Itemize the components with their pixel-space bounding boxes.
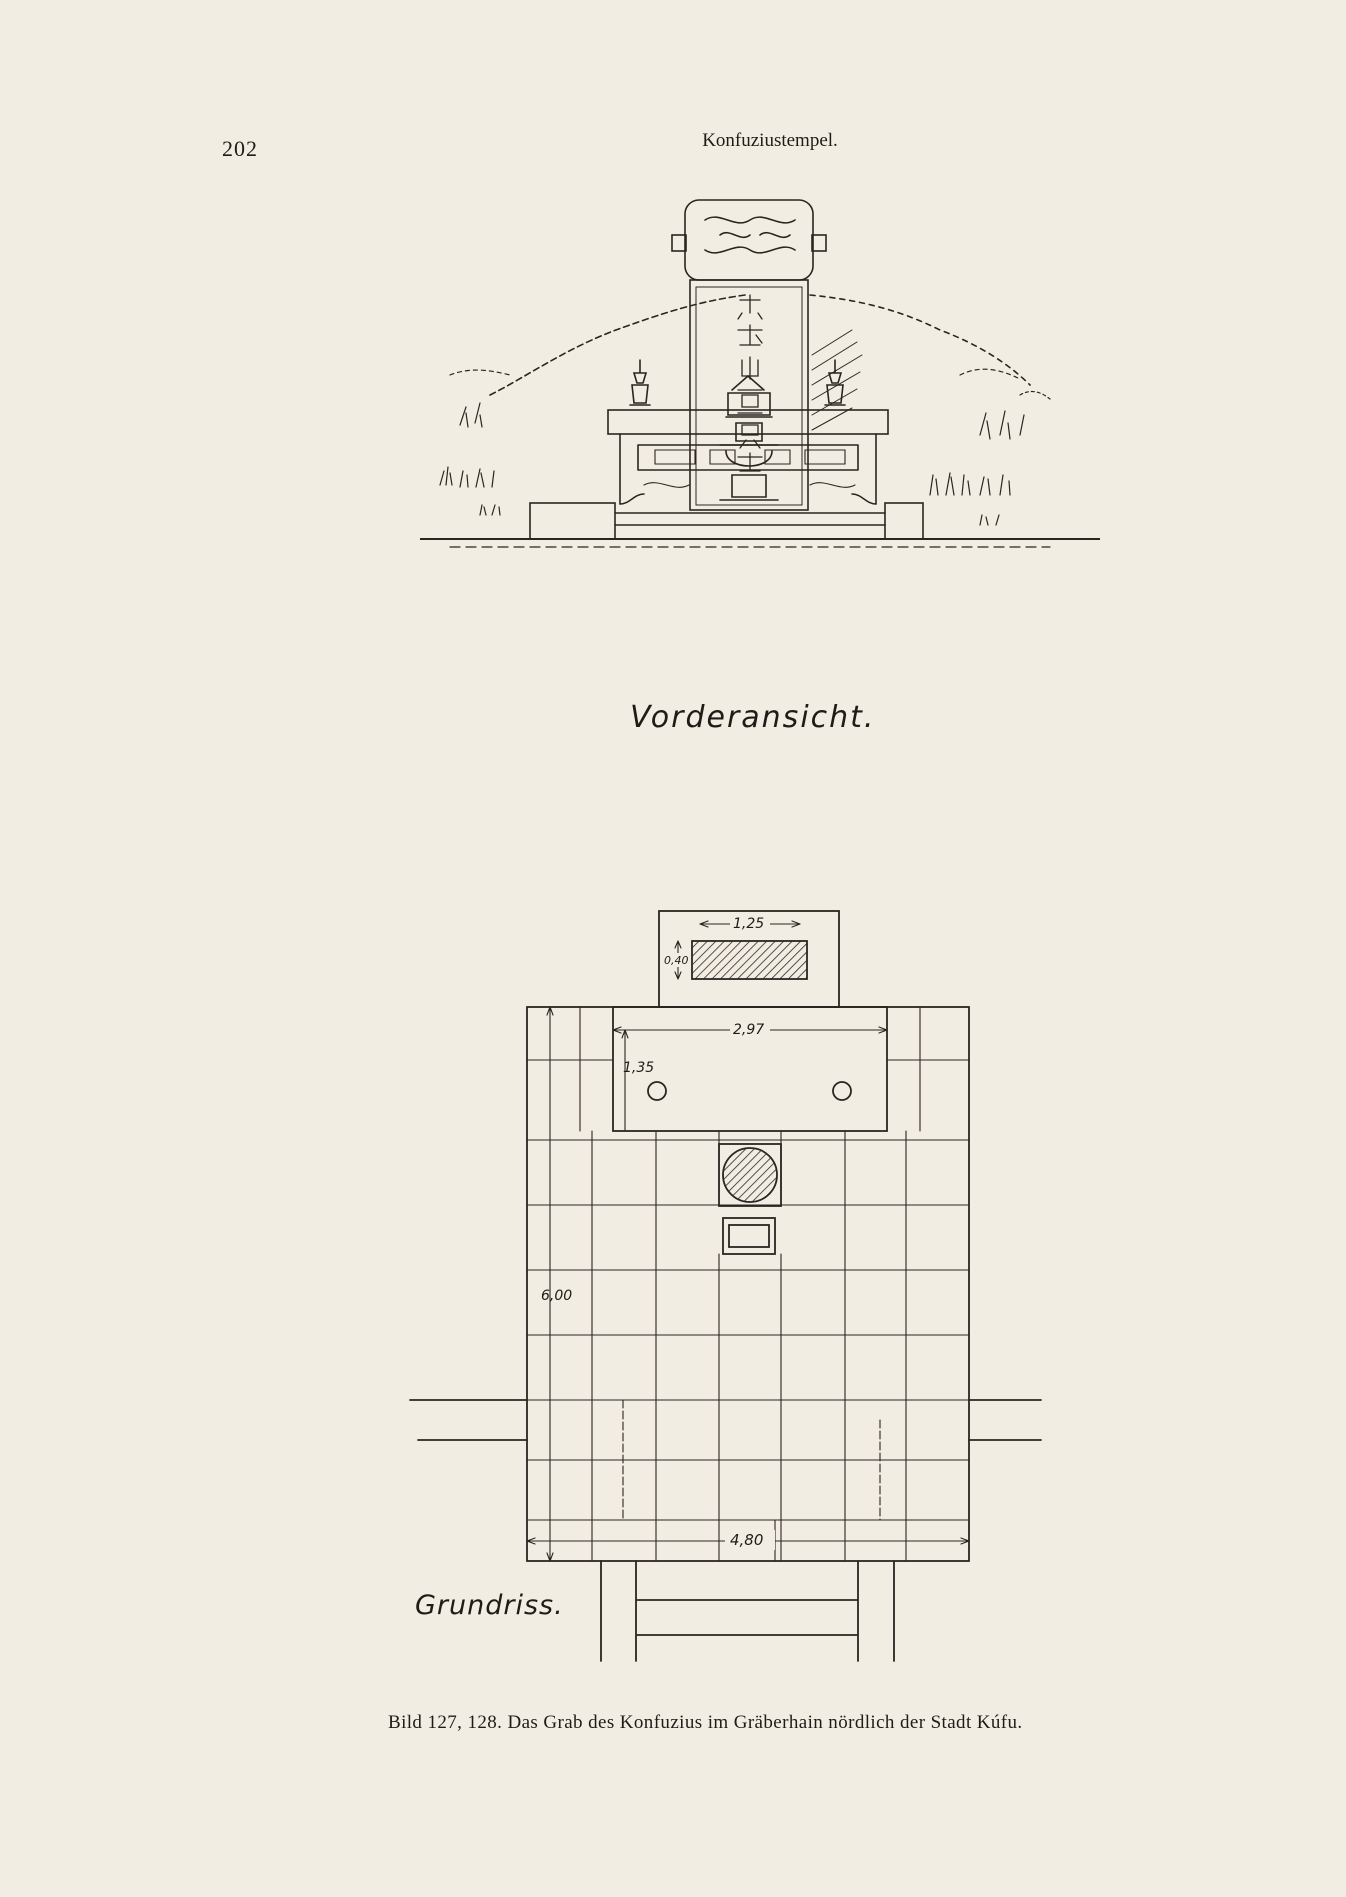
dim-platform-width: 4,80: [730, 1531, 763, 1549]
shrubs-right: [929, 368, 1051, 526]
platform-outline: [526, 1006, 970, 1562]
page-number: 202: [222, 136, 258, 161]
altar-table-outline: [612, 1006, 888, 1132]
shrubs-left: [439, 369, 511, 516]
figure-caption: Bild 127, 128. Das Grab des Konfuzius im…: [388, 1712, 1023, 1733]
dim-altar-width: 2,97: [733, 1022, 764, 1038]
base-block-right: [884, 502, 924, 540]
front-view-label: Vorderansicht.: [630, 700, 876, 735]
wall-right: [968, 1399, 1042, 1441]
paving-grid: [526, 1006, 970, 1562]
candlestick-left: [629, 359, 651, 406]
stele-body: [689, 279, 809, 511]
rear-steps: [600, 1560, 895, 1662]
front-view-illustration: [420, 199, 1100, 548]
plan-view-illustration: 1,25 0,40 2,97 1,35 6,00 4,80: [409, 910, 1042, 1662]
dim-altar-depth: 1,35: [623, 1060, 654, 1076]
stele-inscription: [737, 294, 763, 472]
hill-outline-left: [489, 294, 746, 396]
stele-shading: [811, 329, 863, 431]
running-head: Konfuziustempel.: [0, 130, 1346, 152]
incense-burner-circle: [722, 1147, 778, 1203]
altar-steps: [614, 512, 886, 540]
dim-tablet-depth: 0,40: [664, 954, 689, 967]
dim-tablet-width: 1,25: [733, 916, 764, 932]
candlestick-right: [824, 359, 846, 406]
altar-body: [619, 433, 877, 505]
altar-top: [607, 409, 889, 435]
running-head-text: Konfuziustempel.: [702, 130, 838, 151]
wall-left: [409, 1399, 528, 1441]
stele-section: [691, 940, 808, 980]
plan-label: Grundriss.: [415, 1590, 564, 1621]
dim-platform-depth: 6,00: [541, 1288, 572, 1304]
candle-base-left: [647, 1081, 667, 1101]
stele-crown: [684, 199, 814, 281]
dimension-lines: [526, 920, 970, 1562]
candle-base-right: [832, 1081, 852, 1101]
base-block-left: [529, 502, 616, 540]
hill-outline-right: [809, 294, 1031, 386]
offering-box-inner: [728, 1224, 770, 1248]
offering-box-outer: [722, 1217, 776, 1255]
